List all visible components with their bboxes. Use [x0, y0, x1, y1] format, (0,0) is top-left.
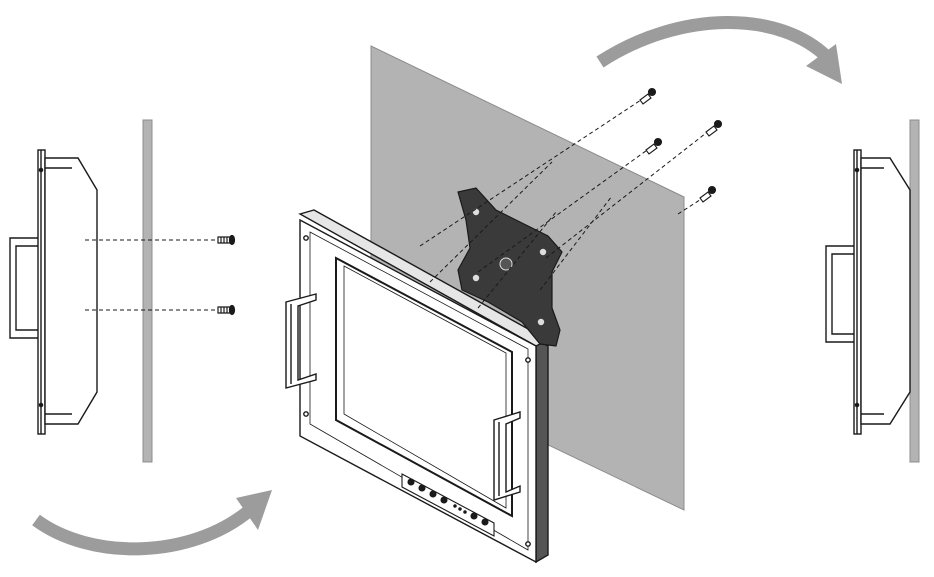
control-button	[470, 512, 478, 520]
screw-icon	[217, 234, 236, 246]
rotate-arrow-bottom-icon	[32, 490, 272, 556]
monitor-screen	[335, 256, 513, 518]
monitor-housing	[298, 209, 550, 564]
control-button	[429, 490, 437, 498]
control-button	[418, 484, 426, 492]
screw-icon	[645, 137, 663, 155]
handle-right	[493, 411, 521, 501]
indicator-led	[453, 504, 457, 508]
indicator-led	[458, 507, 462, 511]
side-view-before	[9, 119, 218, 463]
control-button	[407, 478, 415, 486]
handle-left	[285, 293, 317, 389]
screw-icon	[639, 87, 657, 105]
front-control-panel	[401, 473, 495, 537]
monitor-front-bezel	[299, 218, 537, 564]
indicator-led	[463, 510, 467, 514]
screw-icon	[699, 185, 717, 203]
screw-icon	[217, 304, 236, 316]
screw-guide-lines	[419, 97, 711, 309]
rotate-arrow-top-icon	[596, 16, 842, 84]
control-button	[440, 496, 448, 504]
side-view-after	[825, 119, 920, 463]
control-button	[481, 518, 489, 526]
vesa-bracket	[457, 187, 563, 347]
screw-icon	[705, 119, 723, 137]
